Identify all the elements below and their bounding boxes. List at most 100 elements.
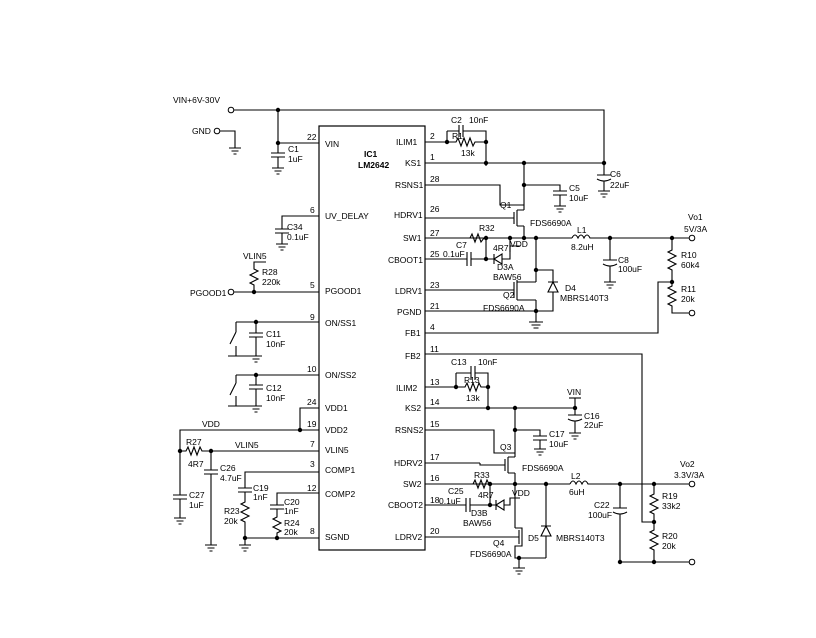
c5-label: C5 bbox=[569, 183, 580, 193]
wire bbox=[472, 478, 490, 490]
r13-label: R13 bbox=[464, 375, 480, 385]
pin-name-fb2: FB2 bbox=[405, 351, 421, 361]
wire bbox=[250, 405, 262, 413]
wire bbox=[277, 110, 319, 144]
r10-value: 60k4 bbox=[681, 260, 700, 270]
pin-name-ks2: KS2 bbox=[405, 403, 421, 413]
wire bbox=[553, 190, 567, 213]
l1-value: 8.2uH bbox=[571, 242, 594, 252]
wire bbox=[173, 494, 187, 518]
wire bbox=[596, 163, 612, 191]
pin-name-sw1: SW1 bbox=[403, 233, 422, 243]
ic-part: LM2642 bbox=[358, 160, 389, 170]
pin-name-pgnd: PGND bbox=[397, 307, 422, 317]
vin-input-terminal[interactable] bbox=[227, 106, 235, 114]
q2-label: Q2 bbox=[503, 290, 515, 300]
r23-label: R23 bbox=[224, 506, 240, 516]
ilim2-network: C13 10nF R13 13k VIN bbox=[425, 357, 581, 411]
c27-label: C27 bbox=[189, 490, 205, 500]
c22-value: 100uF bbox=[588, 510, 612, 520]
d3a-label: D3A bbox=[497, 262, 514, 272]
wire bbox=[238, 471, 319, 538]
gnd-input-terminal[interactable] bbox=[213, 127, 221, 135]
ic-ref: IC1 bbox=[364, 149, 378, 159]
feedback1-divider: R10 60k4 R11 20k bbox=[425, 238, 700, 334]
pin-name-vdd2: VDD2 bbox=[325, 425, 348, 435]
c20-value: 1nF bbox=[284, 506, 299, 516]
wire bbox=[571, 234, 690, 240]
q4-value: FDS6690A bbox=[470, 549, 512, 559]
pin-name-vlin5: VLIN5 bbox=[325, 445, 349, 455]
junction-dot bbox=[617, 559, 623, 565]
wire bbox=[540, 484, 552, 558]
r33-value: 4R7 bbox=[478, 490, 494, 500]
pin-name-ilim2: ILIM2 bbox=[396, 383, 418, 393]
wire bbox=[272, 167, 284, 175]
junction-dot bbox=[177, 448, 183, 454]
wire bbox=[529, 321, 543, 329]
mosfet-q1: C5 10uF Q1 FDS6690A bbox=[425, 163, 588, 238]
wire bbox=[234, 109, 605, 166]
vo2-gnd-terminal[interactable] bbox=[688, 558, 696, 566]
pin-num-12: 12 bbox=[307, 483, 317, 493]
vo1-gnd-terminal[interactable] bbox=[688, 309, 696, 317]
wire bbox=[524, 184, 561, 191]
vo1-value: 5V/3A bbox=[684, 224, 707, 234]
junction-dot bbox=[521, 235, 527, 241]
c16-label: C16 bbox=[584, 411, 600, 421]
pgood-terminal[interactable] bbox=[227, 288, 235, 296]
pin-num-14: 14 bbox=[430, 397, 440, 407]
junction-dot bbox=[483, 160, 489, 166]
pin-num-27: 27 bbox=[430, 228, 440, 238]
junction-dot bbox=[651, 559, 657, 565]
r10-label: R10 bbox=[681, 250, 697, 260]
d4-label: D4 bbox=[565, 283, 576, 293]
d4-value: MBRS140T3 bbox=[560, 293, 609, 303]
wire bbox=[604, 281, 616, 289]
r20-label: R20 bbox=[662, 531, 678, 541]
pgood-label: PGOOD1 bbox=[190, 288, 227, 298]
wire bbox=[425, 453, 516, 484]
pin-num-4: 4 bbox=[430, 322, 435, 332]
r13-value: 13k bbox=[466, 393, 480, 403]
pin-name-fb1: FB1 bbox=[405, 328, 421, 338]
wire bbox=[598, 190, 610, 198]
capacitor-c34: C34 0.1uF bbox=[275, 215, 319, 251]
compensation-network: C19 1nF R23 20k C20 1nF R24 20k bbox=[224, 471, 319, 552]
vlin5-label-left: VLIN5 bbox=[235, 440, 259, 450]
wire bbox=[425, 498, 491, 512]
wire bbox=[509, 245, 520, 252]
pin-name-cboot2: CBOOT2 bbox=[388, 500, 423, 510]
on-ss2-network: C12 10nF bbox=[228, 372, 319, 413]
capacitor-c6: C6 22uF bbox=[596, 163, 629, 198]
pin-num-24: 24 bbox=[307, 397, 317, 407]
r33-label: R33 bbox=[474, 470, 490, 480]
vo2-label: Vo2 bbox=[680, 459, 695, 469]
wire bbox=[569, 480, 690, 486]
wire bbox=[425, 398, 576, 409]
c34-label: C34 bbox=[287, 222, 303, 232]
vo1-terminal[interactable] bbox=[688, 234, 696, 242]
c19-label: C19 bbox=[253, 483, 269, 493]
vdd-label-top: VDD bbox=[510, 239, 528, 249]
wire bbox=[275, 215, 319, 244]
l1-label: L1 bbox=[577, 225, 587, 235]
boot1-network: R32 4R7 C7 0.1uF D3A BAW56 VDD bbox=[425, 223, 528, 282]
pgood1-network: PGOOD1 R28 220k VLIN5 bbox=[190, 251, 319, 298]
wire bbox=[425, 238, 537, 322]
c8-value: 100uF bbox=[618, 264, 642, 274]
c11-label: C11 bbox=[266, 329, 281, 339]
ilim1-network: C2 10nF R1 13k bbox=[425, 115, 607, 166]
vo2-terminal[interactable] bbox=[688, 480, 696, 488]
pin-name-on-ss1: ON/SS1 bbox=[325, 318, 356, 328]
d5-value: MBRS140T3 bbox=[556, 533, 605, 543]
r1-label: R1 bbox=[452, 131, 463, 141]
wire bbox=[180, 445, 319, 457]
q3-value: FDS6690A bbox=[522, 463, 564, 473]
r1-value: 13k bbox=[461, 148, 475, 158]
c22-label: C22 bbox=[594, 500, 610, 510]
r32-value: 4R7 bbox=[493, 243, 509, 253]
wire bbox=[239, 538, 251, 552]
c11-value: 10nF bbox=[266, 339, 285, 349]
